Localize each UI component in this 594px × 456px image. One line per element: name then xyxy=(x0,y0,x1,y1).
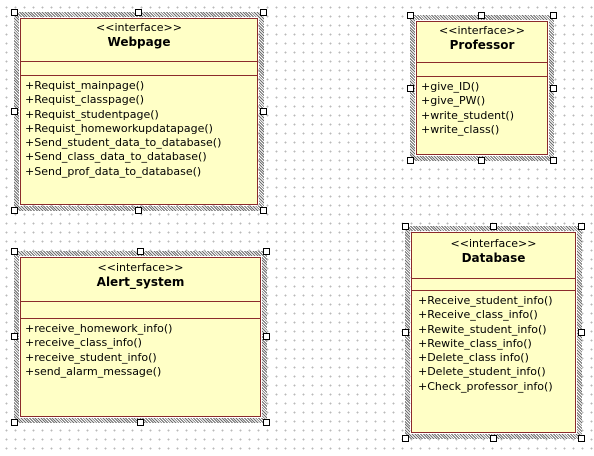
resize-handle-ne[interactable] xyxy=(550,12,557,19)
attributes-compartment xyxy=(21,302,260,319)
resize-handle-e[interactable] xyxy=(578,329,585,336)
class-box[interactable]: <<interface>> Database +Receive_student_… xyxy=(411,232,576,433)
resize-handle-s[interactable] xyxy=(478,157,485,164)
resize-handle-se[interactable] xyxy=(578,435,585,442)
operation: +receive_homework_info() xyxy=(25,322,173,335)
class-box[interactable]: <<interface>> Webpage +Requist_mainpage(… xyxy=(20,18,258,205)
resize-handle-w[interactable] xyxy=(11,333,18,340)
resize-handle-se[interactable] xyxy=(263,419,270,426)
resize-handle-w[interactable] xyxy=(402,329,409,336)
resize-handle-sw[interactable] xyxy=(407,157,414,164)
operation: +Send_prof_data_to_database() xyxy=(25,164,202,178)
operation: +Receive_class_info() xyxy=(418,308,538,322)
resize-handle-e[interactable] xyxy=(263,333,270,340)
resize-handle-e[interactable] xyxy=(260,108,267,115)
resize-handle-ne[interactable] xyxy=(578,223,585,230)
resize-handle-nw[interactable] xyxy=(11,248,18,255)
operation: +Rewite_class_info() xyxy=(418,336,532,350)
stereotype-label: <<interface>> xyxy=(450,237,537,250)
resize-handle-nw[interactable] xyxy=(11,9,18,16)
operation: +write_class() xyxy=(421,122,500,136)
operations-compartment: +give_ID() +give_PW() +write_student() +… xyxy=(417,77,547,137)
operation: +Send_student_data_to_database() xyxy=(25,136,222,150)
operation: +receive_class_info() xyxy=(25,336,142,350)
stereotype-label: <<interface>> xyxy=(439,24,525,37)
attributes-compartment xyxy=(412,279,575,291)
class-header: <<interface>> Alert_system xyxy=(21,258,260,302)
operation: +Requist_homeworkupdatapage() xyxy=(25,121,213,135)
resize-handle-s[interactable] xyxy=(135,207,142,214)
stereotype-label: <<interface>> xyxy=(96,21,182,34)
resize-handle-n[interactable] xyxy=(478,12,485,19)
operation: +Check_professor_info() xyxy=(418,379,553,393)
resize-handle-ne[interactable] xyxy=(260,9,267,16)
resize-handle-n[interactable] xyxy=(135,9,142,16)
class-name: Webpage xyxy=(107,35,171,49)
resize-handle-w[interactable] xyxy=(407,85,414,92)
operation: +send_alarm_message() xyxy=(25,364,162,378)
resize-handle-s[interactable] xyxy=(490,435,497,442)
class-name: Database xyxy=(461,251,526,265)
resize-handle-sw[interactable] xyxy=(11,207,18,214)
resize-handle-nw[interactable] xyxy=(402,223,409,230)
operation: +Requist_classpage() xyxy=(25,93,145,107)
operations-compartment: +receive_homework_info() +receive_class_… xyxy=(21,319,260,379)
attributes-compartment xyxy=(21,62,257,76)
operation: +Receive_student_info() xyxy=(418,294,553,307)
interface-professor[interactable]: <<interface>> Professor +give_ID() +give… xyxy=(407,12,557,164)
interface-alert-system[interactable]: <<interface>> Alert_system +receive_home… xyxy=(11,248,270,426)
class-box[interactable]: <<interface>> Alert_system +receive_home… xyxy=(20,257,261,417)
resize-handle-se[interactable] xyxy=(550,157,557,164)
operation: +write_student() xyxy=(421,108,515,122)
resize-handle-n[interactable] xyxy=(137,248,144,255)
class-name: Professor xyxy=(449,38,515,52)
resize-handle-e[interactable] xyxy=(550,85,557,92)
operation: +Rewite_student_info() xyxy=(418,322,547,336)
operation: +Requist_mainpage() xyxy=(25,79,145,92)
resize-handle-ne[interactable] xyxy=(263,248,270,255)
operation: +Send_class_data_to_database() xyxy=(25,150,207,164)
resize-handle-sw[interactable] xyxy=(11,419,18,426)
resize-handle-se[interactable] xyxy=(260,207,267,214)
operation: +Delete_student_info() xyxy=(418,365,546,379)
class-name: Alert_system xyxy=(96,275,185,289)
resize-handle-n[interactable] xyxy=(490,223,497,230)
resize-handle-w[interactable] xyxy=(11,108,18,115)
class-header: <<interface>> Webpage xyxy=(21,19,257,62)
resize-handle-s[interactable] xyxy=(137,419,144,426)
operation: +give_PW() xyxy=(421,94,486,108)
resize-handle-sw[interactable] xyxy=(402,435,409,442)
operations-compartment: +Requist_mainpage() +Requist_classpage()… xyxy=(21,76,257,179)
operations-compartment: +Receive_student_info() +Receive_class_i… xyxy=(412,291,575,394)
operation: +Requist_studentpage() xyxy=(25,107,159,121)
attributes-compartment xyxy=(417,63,547,77)
class-box[interactable]: <<interface>> Professor +give_ID() +give… xyxy=(416,21,548,155)
operation: +give_ID() xyxy=(421,80,480,93)
class-header: <<interface>> Database xyxy=(412,233,575,279)
class-header: <<interface>> Professor xyxy=(417,22,547,63)
interface-webpage[interactable]: <<interface>> Webpage +Requist_mainpage(… xyxy=(11,9,267,214)
interface-database[interactable]: <<interface>> Database +Receive_student_… xyxy=(402,223,585,442)
resize-handle-nw[interactable] xyxy=(407,12,414,19)
operation: +receive_student_info() xyxy=(25,350,157,364)
operation: +Delete_class info() xyxy=(418,351,529,365)
stereotype-label: <<interface>> xyxy=(97,261,184,274)
